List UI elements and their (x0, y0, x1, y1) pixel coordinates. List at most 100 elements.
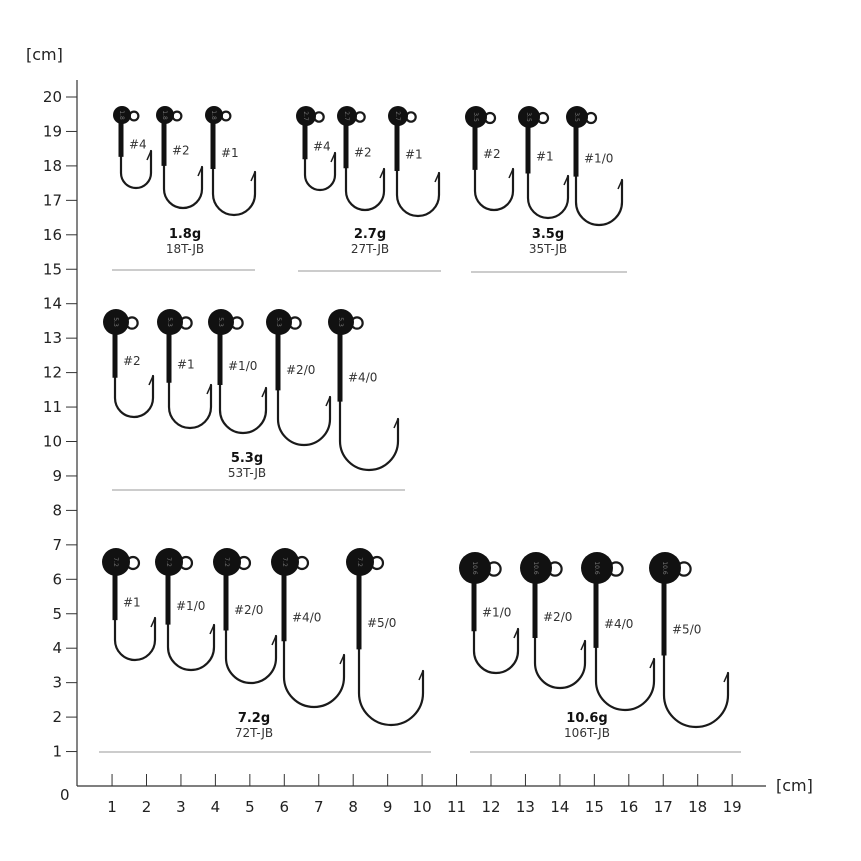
y-tick-label: 16 (43, 226, 62, 244)
hook-size-label: #4/0 (348, 371, 377, 385)
hook-barb (563, 175, 569, 186)
hook-barb (330, 152, 336, 163)
hook-barb (150, 617, 156, 628)
jig-head: 2.7#1 (388, 106, 441, 218)
ball-head (208, 309, 234, 335)
y-tick-label: 6 (52, 570, 62, 588)
jig-head: 10.6#4/0 (581, 552, 656, 712)
hook-barb (513, 628, 519, 639)
head-weight-mark: 10.6 (532, 561, 539, 575)
hook-size-label: #5/0 (672, 622, 701, 636)
hook-barb (580, 640, 586, 651)
x-tick-label: 17 (654, 798, 673, 816)
hook-barb (148, 375, 154, 386)
hook-barb (197, 166, 203, 177)
group-code: 18T-JB (166, 242, 204, 256)
jig-head: 3.5#1/0 (566, 106, 624, 227)
head-weight-mark: 5.3 (166, 317, 173, 327)
jig-head: 1.8 #1 (205, 106, 257, 217)
group-code: 72T-JB (235, 726, 273, 740)
hook-barb (206, 384, 212, 395)
x-tick-label: 1 (107, 798, 117, 816)
jig-head: 2.7#2 (337, 106, 386, 212)
ball-head (566, 106, 588, 128)
group-code: 27T-JB (351, 242, 389, 256)
hook-barb (508, 168, 514, 179)
ball-head (213, 548, 241, 576)
hook-shank (526, 115, 570, 220)
x-tick-label: 3 (176, 798, 186, 816)
hook-shank (303, 114, 337, 192)
ball-head (102, 548, 130, 576)
hook-barb (250, 171, 256, 182)
head-weight-mark: 3.5 (525, 112, 532, 122)
head-weight-mark: 7.2 (112, 557, 119, 567)
group-weight: 7.2g (238, 711, 270, 726)
hook-barb (325, 396, 331, 407)
head-weight-mark: 1.8 (161, 110, 168, 120)
y-tick-label: 17 (43, 191, 62, 209)
hook-shank (166, 560, 216, 672)
head-weight-mark: 10.6 (471, 561, 478, 575)
ball-head (581, 552, 613, 584)
hook-size-label: #2/0 (543, 610, 572, 624)
ball-head (103, 309, 129, 335)
hook-barb (209, 624, 215, 635)
y-tick-label: 15 (43, 260, 62, 278)
x-tick-label: 16 (619, 798, 638, 816)
hook-shank (574, 115, 624, 227)
hook-barb (649, 658, 655, 669)
hook-size-label: #1 (221, 146, 239, 160)
hook-size-label: #2 (172, 144, 190, 158)
head-weight-mark: 2.7 (394, 111, 401, 121)
head-weight-mark: 7.2 (165, 557, 172, 567)
hook-shank (113, 560, 157, 662)
hook-size-label: #2/0 (286, 363, 315, 377)
jig-head: 7.2#4/0 (271, 548, 346, 709)
group-weight: 10.6g (566, 711, 607, 726)
jig-head: 7.2#5/0 (346, 548, 425, 727)
x-tick-label: 10 (413, 798, 432, 816)
hook-shank (472, 566, 520, 675)
hook-shank (662, 566, 730, 729)
y-tick-label: 19 (43, 122, 62, 140)
hook-size-label: #4 (129, 137, 147, 151)
hook-shank (594, 566, 656, 712)
y-axis-unit: [cm] (26, 45, 63, 64)
head-weight-mark: 5.3 (337, 317, 344, 327)
jig-head: 3.5#2 (465, 106, 515, 212)
ball-head (157, 309, 183, 335)
hook-barb (418, 670, 424, 681)
y-tick-label: 3 (52, 674, 62, 692)
x-tick-label: 7 (314, 798, 324, 816)
ball-head (337, 106, 357, 126)
hook-shank (224, 560, 278, 685)
group-code: 35T-JB (529, 242, 567, 256)
hook-shank (533, 566, 587, 690)
hook-shank (211, 113, 257, 217)
y-tick-label: 12 (43, 364, 62, 382)
head-weight-mark: 7.2 (356, 557, 363, 567)
jig-head: 1.8 #4 (113, 106, 153, 190)
y-tick-label: 11 (43, 398, 62, 416)
ball-head (205, 106, 223, 124)
head-weight-mark: 1.8 (118, 110, 125, 120)
ball-head (520, 552, 552, 584)
hook-size-label: #1/0 (176, 599, 205, 613)
x-tick-label: 8 (348, 798, 358, 816)
y-tick-label: 2 (52, 708, 62, 726)
y-tick-label: 20 (43, 88, 62, 106)
x-tick-label: 11 (447, 798, 466, 816)
ball-head (296, 106, 316, 126)
x-tick-label: 12 (481, 798, 500, 816)
jig-groups: 1.8#41.8#21.8#11.8g18T-JB2.7#42.7#22.7#1… (99, 106, 741, 753)
head-weight-mark: 1.8 (210, 110, 217, 120)
ball-head (155, 548, 183, 576)
jig-head: 5.3#1/0 (208, 309, 268, 435)
hook-shank (276, 320, 332, 447)
jig-head: 5.3#1 (157, 309, 213, 430)
jig-head: 5.3#2 (103, 309, 155, 419)
hook-barb (271, 635, 277, 646)
x-tick-label: 18 (688, 798, 707, 816)
